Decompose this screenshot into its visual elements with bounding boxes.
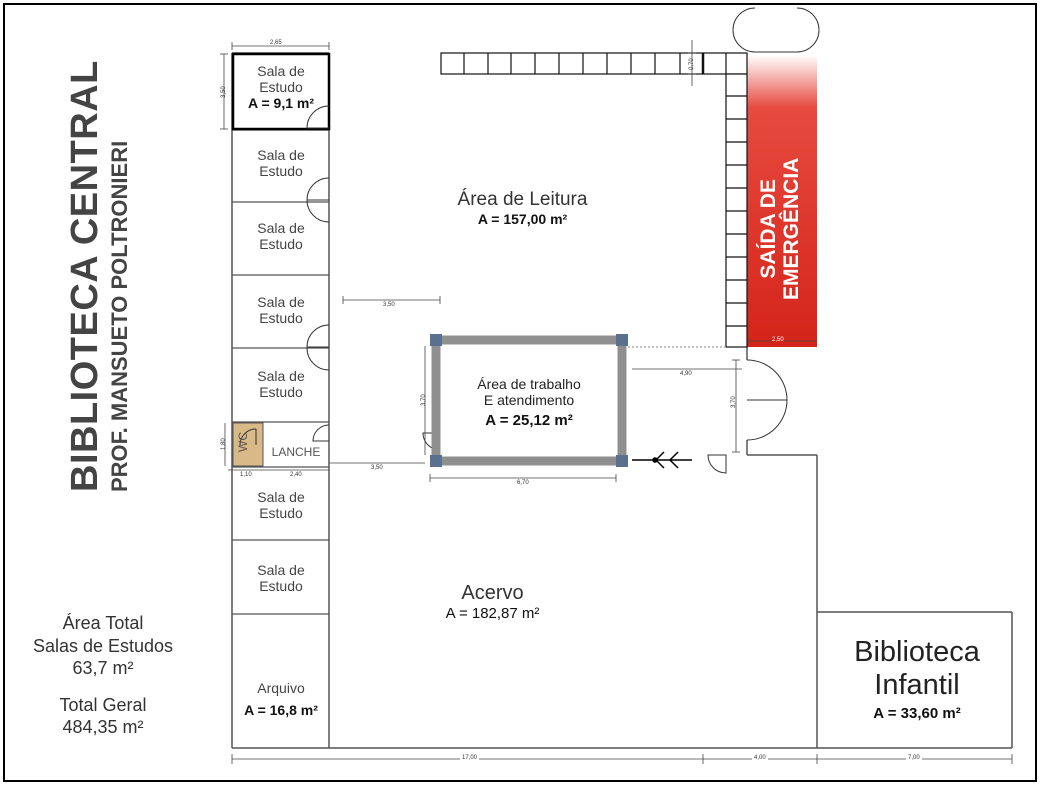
page-frame [3,3,1037,782]
dim-top-sala-width: 2,65 [270,40,282,46]
first-study-room-outline [231,52,331,131]
door-icons [239,7,820,474]
work-area: Área de trabalho E atendimento A = 25,12… [445,376,613,429]
library-title: BIBLIOTECA CENTRAL PROF. MANSUETO POLTRO… [64,60,133,492]
study-room-label: Sala de [257,489,305,505]
top-shelving [440,52,748,75]
study-room-4: Sala de Estudo [236,294,326,326]
study-room-1-label-2: Estudo [259,79,303,96]
right-shelving [725,73,748,348]
dim-door-height: 3,70 [731,396,737,408]
dim-gap-right: 4,90 [680,371,692,377]
study-room-label-2: Estudo [259,310,303,327]
study-room-label: Sala de [257,562,305,578]
emergency-exit-label: SAÍDA DE EMERGÊNCIA [757,158,803,300]
dim-shelf-depth: 0,70 [689,58,695,70]
wc-room [232,422,264,467]
childrens-library-label-2: Infantil [874,669,960,702]
dim-gap-reading: 3,50 [383,302,395,308]
dim-bottom-right: 7,00 [906,755,922,762]
work-area-box [430,334,628,467]
childrens-library-area: A = 33,60 m² [873,704,961,722]
dim-exit-width: 2,50 [772,337,784,344]
study-room-label: Sala de [257,147,305,163]
acervo-label: Acervo [461,582,524,604]
reading-area-label: Área de Leitura [457,189,588,210]
dim-work-height: 3,70 [421,394,427,406]
dim-bottom-mid: 4,00 [752,755,768,762]
dim-wc-width: 1,10 [240,472,252,478]
dim-lanche-width: 2,40 [290,472,302,478]
dim-gap-lower: 3,50 [371,465,383,471]
study-room-label: Sala de [257,294,305,310]
dim-bottom-main: 17,00 [460,755,480,762]
library-title-sub: PROF. MANSUETO POLTRONIERI [107,140,132,492]
dim-sala-height: 3,50 [221,86,227,98]
study-room-1-label: Sala de [257,63,305,79]
work-area-label: Área de trabalho [477,376,581,392]
study-room-label-2: Estudo [259,505,303,522]
acervo-area: Acervo A = 182,87 m² [420,582,565,622]
salas-label: Salas de Estudos [32,635,174,656]
emergency-exit-line2: EMERGÊNCIA [780,157,804,300]
study-room-6: Sala de Estudo [236,489,326,521]
area-summary: Área Total Salas de Estudos 63,7 m² Tota… [18,612,188,739]
emergency-exit-zone [747,55,817,347]
emergency-exit-line1: SAÍDA DE [757,179,780,279]
study-room-label: Sala de [257,368,305,384]
study-room-2: Sala de Estudo [236,147,326,179]
acervo-value: A = 182,87 m² [445,605,540,622]
study-room-label-2: Estudo [259,236,303,253]
arquivo-room: Arquivo A = 16,8 m² [236,680,326,718]
salas-value: 63,7 m² [72,658,134,678]
arquivo-label: Arquivo [257,680,305,696]
study-room-label: Sala de [257,220,305,236]
wc-label: WC [236,432,250,452]
reading-area-value: A = 157,00 m² [477,210,568,227]
dim-wc-height: 1,80 [221,438,227,450]
work-area-value: A = 25,12 m² [485,412,573,430]
area-total-label: Área Total [62,613,144,633]
study-room-7: Sala de Estudo [236,562,326,594]
dim-work-width: 6,70 [517,480,529,486]
study-room-label-2: Estudo [259,384,303,401]
building-walls [231,52,1013,749]
library-title-main: BIBLIOTECA CENTRAL [64,60,106,492]
study-room-1-area: A = 9,1 m² [247,95,314,112]
study-room-label-2: Estudo [259,578,303,595]
work-area-label-2: E atendimento [483,392,575,409]
childrens-library-label: Biblioteca [854,636,980,668]
total-geral-value: 484,35 m² [62,717,144,737]
study-room-3: Sala de Estudo [236,220,326,252]
childrens-library: Biblioteca Infantil A = 33,60 m² [828,636,1006,722]
reading-area: Área de Leitura A = 157,00 m² [420,189,625,227]
lanche-label: LANCHE [271,445,321,459]
entrance-arrow-icon [632,451,692,469]
study-room-5: Sala de Estudo [236,368,326,400]
arquivo-area: A = 16,8 m² [244,702,318,719]
study-room-1: Sala de Estudo A = 9,1 m² [236,63,326,111]
total-geral-label: Total Geral [59,694,147,715]
study-room-label-2: Estudo [259,163,303,180]
